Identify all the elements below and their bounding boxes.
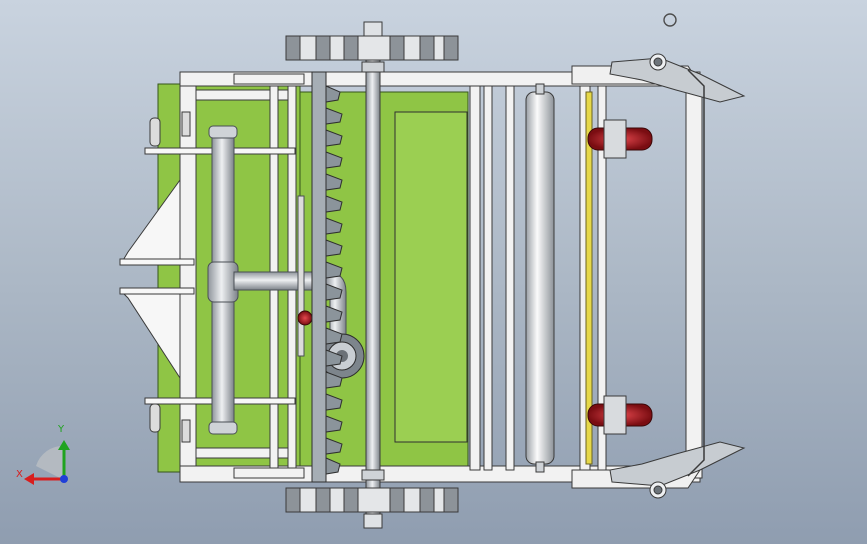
- main-shaft: [361, 21, 385, 529]
- triad-plane: [36, 445, 64, 480]
- right-blades: [571, 53, 746, 499]
- top-bearing-blocks: [285, 35, 459, 61]
- circle-outline-icon: [663, 13, 677, 27]
- view-triad[interactable]: [24, 440, 70, 485]
- z-axis-dot: [60, 475, 68, 483]
- triad-x-label: X: [16, 469, 23, 480]
- roller: [525, 83, 555, 473]
- bottom-bearing-blocks: [285, 487, 459, 513]
- x-axis-head: [24, 473, 34, 485]
- red-wheels: [587, 119, 653, 435]
- triad-y-label: Y: [58, 424, 65, 435]
- toothed-bar: [311, 71, 343, 483]
- left-guards: [119, 111, 296, 443]
- water-pipe: [207, 125, 347, 435]
- yellow-rail: [585, 91, 593, 465]
- y-axis-head: [58, 440, 70, 450]
